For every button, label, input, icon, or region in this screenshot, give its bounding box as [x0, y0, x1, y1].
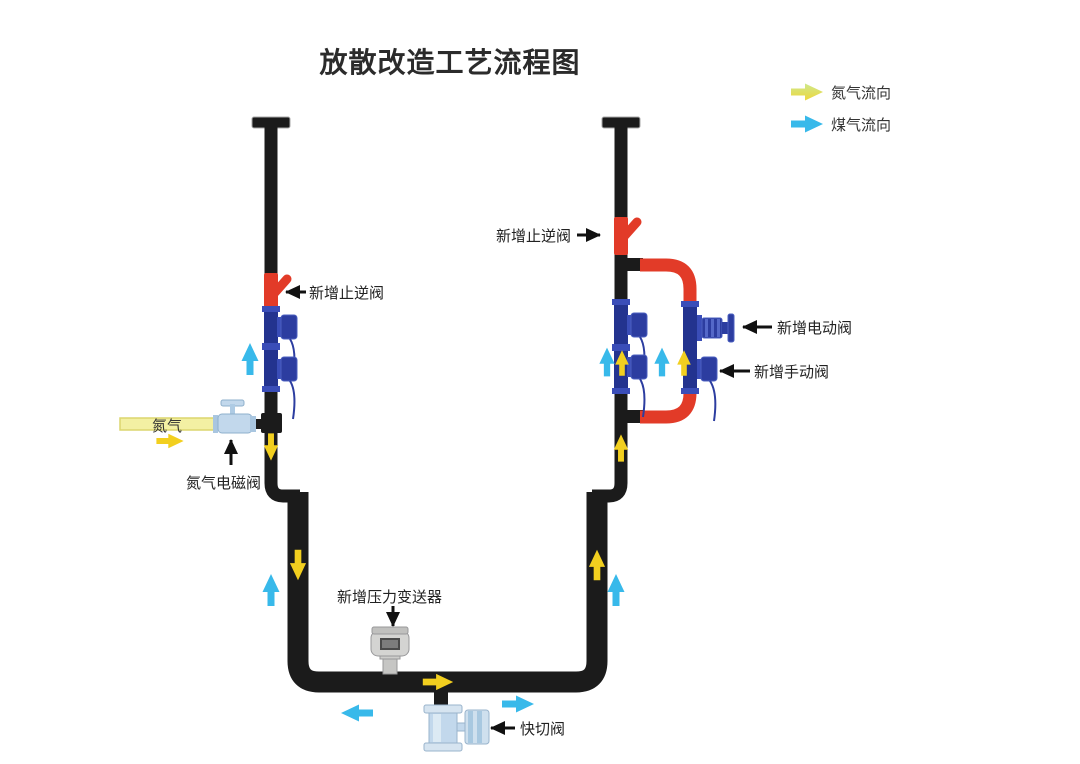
pipe-collar [681, 301, 699, 307]
valve-rib [717, 319, 720, 337]
transmitter-display-screen [382, 640, 398, 648]
solenoid-valve-label: 氮气电磁阀 [186, 475, 261, 492]
blue-valve-sections [262, 299, 735, 422]
manual-valve-label: 新增手动阀 [754, 364, 829, 381]
valve-flange [697, 315, 702, 341]
gas-flow-arrow-icon [599, 347, 615, 377]
gas-flow-arrow-icon [262, 574, 280, 606]
nitrogen-tee-fitting [261, 413, 282, 433]
legend: 氮气流向 煤气流向 [791, 83, 891, 134]
manual-valve [697, 356, 718, 422]
quick-cut-valve [423, 704, 490, 752]
pipework [251, 116, 643, 708]
left-upper-valve [280, 314, 298, 340]
annotation-labels: 新增止逆阀 新增止逆阀 新增电动阀 新增手动阀 氮气 氮气电磁阀 新增压力变送器… [152, 228, 852, 738]
pipe-collar [262, 306, 280, 312]
right-check-valve-branch [616, 217, 642, 245]
valve-flange [697, 359, 701, 379]
valve-rib [705, 319, 708, 337]
transmitter-cap [371, 626, 409, 635]
right-upper-valve [630, 312, 648, 338]
solenoid-handle-stem [230, 404, 235, 415]
valve-flange [277, 359, 281, 379]
quick-cut-top-flange [423, 704, 463, 714]
pipe-collar [612, 299, 630, 305]
quick-cut-bottom-flange [423, 742, 463, 752]
right-check-valve-label: 新增止逆阀 [496, 228, 571, 245]
valve-stem [722, 322, 728, 334]
legend-nitrogen-label: 氮气流向 [831, 85, 891, 102]
gas-flow-arrow-icon [241, 343, 259, 375]
pressure-transmitter-label: 新增压力变送器 [337, 589, 442, 606]
legend-gas-label: 煤气流向 [831, 117, 891, 134]
gas-flow-arrow-icon [502, 695, 534, 713]
left-check-valve-branch [266, 274, 292, 302]
left-lower-valve [280, 356, 298, 382]
pipe-collar [262, 343, 280, 350]
valve-handle [639, 378, 646, 418]
gas-flow-arrow-icon [607, 574, 625, 606]
diagram-title: 放散改造工艺流程图 [318, 46, 580, 78]
pipe-collar [262, 386, 280, 392]
nitrogen-flow-arrow-icon [156, 433, 184, 449]
nitrogen-label: 氮气 [152, 418, 182, 435]
bypass-top-tee-stub [627, 258, 643, 271]
valve-flange [627, 357, 631, 377]
left-valve-section [262, 306, 298, 420]
pipe-collar [612, 344, 630, 351]
actuator-band [477, 711, 482, 743]
bypass-blue-pipe [683, 303, 697, 391]
bypass-bottom-tee-stub [627, 410, 643, 423]
pipe-collar [681, 388, 699, 394]
right-lower-valve [630, 354, 648, 380]
nitrogen-flow-arrow-icon [791, 83, 823, 101]
valve-flange [627, 315, 631, 335]
gas-flow-arrow-icon [791, 115, 823, 133]
actuator-band [468, 711, 473, 743]
valve-handle [709, 380, 717, 422]
nitrogen-inlet-line [119, 399, 256, 434]
valve-flange [277, 317, 281, 337]
pressure-transmitter [370, 626, 410, 675]
valve-rib [711, 319, 714, 337]
quick-cut-highlight [433, 714, 441, 742]
valve-handle [289, 380, 296, 420]
gas-flow-arrow-icon [341, 704, 373, 722]
new-red-piping [264, 217, 697, 424]
left-check-valve-label: 新增止逆阀 [309, 285, 384, 302]
nitrogen-tee-stub [252, 419, 266, 429]
electric-valve-label: 新增电动阀 [777, 320, 852, 337]
pipe-collar [612, 388, 630, 394]
right-riser-pipe [592, 126, 628, 503]
manual-valve-body [700, 356, 718, 382]
solenoid-collar [250, 416, 256, 432]
annotation-pointers [224, 228, 772, 735]
bypass-top-elbow [640, 258, 697, 304]
bottom-header-pipe [287, 492, 608, 693]
right-valve-section [612, 299, 648, 418]
quick-cut-valve-label: 快切阀 [520, 721, 565, 738]
nitrogen-solenoid-valve [213, 399, 256, 434]
valve-end-flange [727, 313, 735, 343]
left-riser-pipe [264, 126, 300, 503]
solenoid-collar [213, 415, 218, 433]
electric-valve [697, 313, 735, 343]
solenoid-body [217, 413, 253, 434]
gas-flow-arrow-icon [654, 347, 670, 377]
